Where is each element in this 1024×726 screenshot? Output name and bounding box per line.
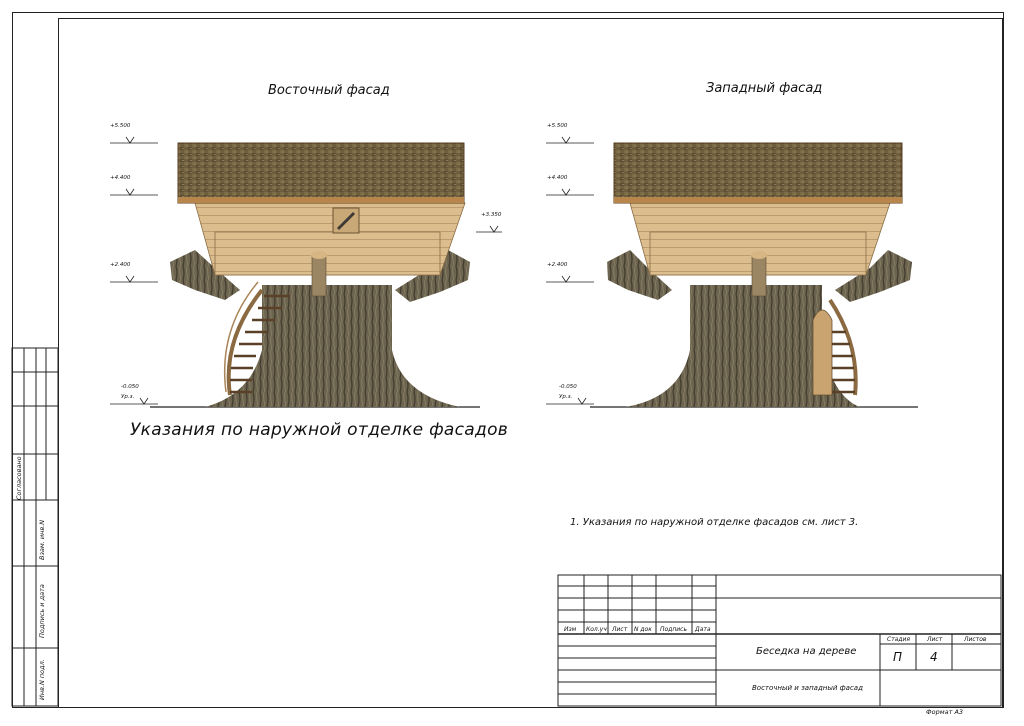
stage-header: Стадия bbox=[887, 636, 911, 643]
roof bbox=[177, 142, 465, 204]
col-date: Дата bbox=[695, 626, 711, 633]
col-list: Лист bbox=[612, 626, 628, 633]
level-floor-right: +2.400 bbox=[547, 262, 568, 268]
right-level-marks bbox=[546, 136, 594, 405]
finishing-note: 1. Указания по наружной отделке фасадов … bbox=[570, 517, 859, 528]
west-facade bbox=[590, 142, 918, 408]
branch-left bbox=[170, 250, 240, 300]
door bbox=[812, 309, 833, 396]
west-facade-title: Западный фасад bbox=[706, 81, 823, 96]
project-name: Беседка на дереве bbox=[756, 646, 857, 657]
lists-header: Листов bbox=[964, 636, 987, 643]
col-izm: Изм bbox=[564, 626, 577, 633]
left-level-marks bbox=[110, 136, 502, 405]
col-sign: Подпись bbox=[660, 626, 687, 633]
format-label: Формат А3 bbox=[926, 708, 964, 716]
col-ndoc: N док bbox=[634, 626, 652, 633]
stamp-sign-date: Подпись и дата bbox=[38, 584, 46, 638]
list-number: 4 bbox=[930, 650, 938, 664]
stamp-replace-inv: Взам. инв.N bbox=[38, 519, 46, 560]
level-floor-left: +2.400 bbox=[110, 262, 131, 268]
east-facade bbox=[150, 142, 480, 408]
level-ground-right: -0.050 bbox=[559, 384, 577, 390]
level-top-right: +5.500 bbox=[547, 123, 568, 129]
stamp-inv-orig: Инв.N подл. bbox=[38, 659, 46, 700]
level-eave-left: +4.400 bbox=[110, 175, 131, 181]
col-kol: Кол.уч bbox=[586, 626, 607, 633]
branch-right bbox=[395, 250, 470, 302]
roof-right bbox=[613, 142, 903, 204]
level-eave-right: +4.400 bbox=[547, 175, 568, 181]
level-ground-left: -0.050 bbox=[121, 384, 139, 390]
title-block-grid bbox=[557, 574, 1002, 707]
ground-label-left: Ур.з. bbox=[121, 394, 135, 400]
sheet-name: Восточный и западный фасад bbox=[752, 684, 863, 692]
ground-label-right: Ур.з. bbox=[559, 394, 573, 400]
tree-trunk-right bbox=[625, 285, 860, 407]
stair-stringer bbox=[226, 288, 264, 396]
level-top-left: +5.500 bbox=[110, 123, 131, 129]
list-header: Лист bbox=[927, 636, 943, 643]
section-heading: Указания по наружной отделке фасадов bbox=[130, 420, 509, 440]
tree-trunk bbox=[205, 285, 460, 407]
side-stamp-grid bbox=[11, 347, 59, 707]
level-window: +3.350 bbox=[481, 212, 502, 218]
stamp-agreed: Согласовано bbox=[15, 456, 23, 500]
east-facade-title: Восточный фасад bbox=[268, 83, 390, 98]
stage-value: П bbox=[893, 650, 903, 664]
